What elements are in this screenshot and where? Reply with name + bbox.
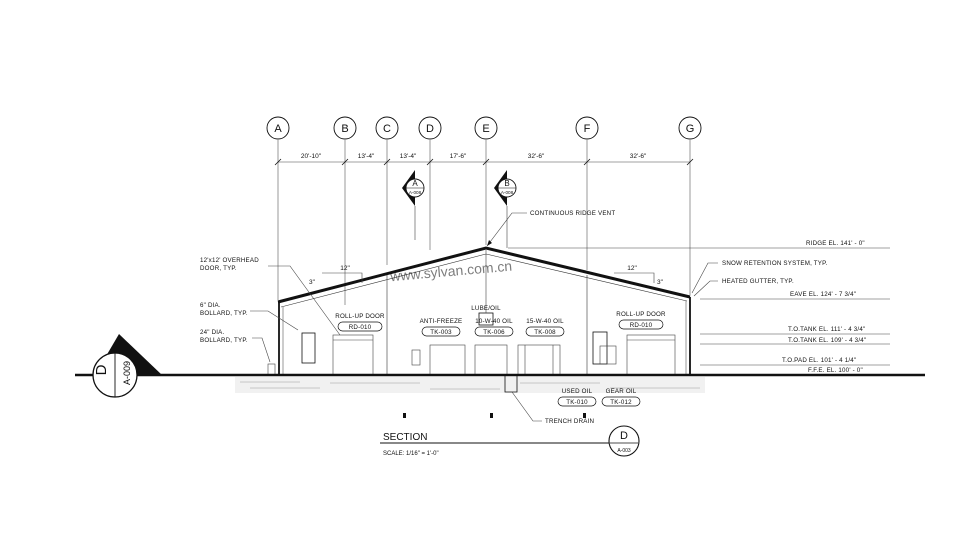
overhead-door-callout: 12'x12' OVERHEAD DOOR, TYP. [200,257,341,336]
grid-bubble-g[interactable]: G [678,116,702,140]
tag-tk-012[interactable]: GEAR OIL TK-012 [601,388,641,407]
svg-text:ROLL-UP DOOR: ROLL-UP DOOR [335,313,385,320]
tag-tk-008[interactable]: 15-W-40 OIL TK-008 [525,318,565,337]
tag-rd-right[interactable]: ROLL-UP DOOR RD-010 [616,311,666,330]
svg-text:12'x12' OVERHEAD: 12'x12' OVERHEAD [200,257,259,264]
svg-text:D: D [620,430,628,442]
svg-text:B: B [504,179,509,188]
section-title: SECTION [383,432,427,443]
lube-oil-label: LUBE/OIL [471,305,501,312]
section-title-block: SECTION SCALE: 1/16" = 1'-0" [380,432,613,457]
svg-text:15-W-40 OIL: 15-W-40 OIL [526,318,564,325]
dim-e-f: 32'-6" [528,153,545,160]
svg-text:RD-010: RD-010 [349,324,372,331]
svg-text:GEAR OIL: GEAR OIL [606,388,637,395]
tag-tk-003[interactable]: ANTI-FREEZE TK-003 [420,318,463,337]
svg-text:E: E [482,123,489,135]
grid-bubble-c[interactable]: C [375,116,399,140]
svg-text:TRENCH DRAIN: TRENCH DRAIN [545,418,594,425]
svg-text:CONTINUOUS RIDGE VENT: CONTINUOUS RIDGE VENT [530,210,615,217]
svg-text:BOLLARD, TYP.: BOLLARD, TYP. [200,310,248,317]
svg-text:T.O.PAD EL. 101' - 4 1/4": T.O.PAD EL. 101' - 4 1/4" [782,357,856,364]
svg-text:TK-012: TK-012 [610,399,632,406]
svg-text:TK-003: TK-003 [430,329,452,336]
svg-text:D: D [93,364,110,375]
svg-text:RD-010: RD-010 [630,322,653,329]
tag-rd-left[interactable]: ROLL-UP DOOR RD-010 [335,313,385,332]
dim-f-g: 32'-6" [630,153,647,160]
svg-text:ROLL-UP DOOR: ROLL-UP DOOR [616,311,666,318]
svg-text:G: G [686,123,695,135]
svg-text:BOLLARD, TYP.: BOLLARD, TYP. [200,337,248,344]
svg-text:10-W-40 OIL: 10-W-40 OIL [475,318,513,325]
slope-rise-left: 3" [309,279,316,286]
tag-tk-006[interactable]: 10-W-40 OIL TK-006 [474,318,514,337]
svg-text:SNOW RETENTION SYSTEM, TYP.: SNOW RETENTION SYSTEM, TYP. [722,260,828,267]
dim-a-b: 20'-10" [301,153,322,160]
ground [75,373,925,418]
svg-text:HEATED GUTTER, TYP.: HEATED GUTTER, TYP. [722,278,794,285]
grid-lines [277,140,691,305]
svg-text:A-008: A-008 [409,190,422,195]
svg-text:A-003: A-003 [617,448,631,454]
svg-text:USED OIL: USED OIL [562,388,593,395]
side-section-marker[interactable]: D A-009 [92,334,162,398]
slope-run-left: 12" [340,265,350,272]
grid-bubble-a[interactable]: A [266,116,290,140]
svg-text:D: D [426,123,434,135]
dim-c-d: 13'-4" [400,153,417,160]
watermark: www.sylvan.com.cn [389,258,513,285]
svg-text:EAVE EL. 124' - 7 3/4": EAVE EL. 124' - 7 3/4" [790,291,856,298]
grid-bubble-f[interactable]: F [575,116,599,140]
tag-tk-010[interactable]: USED OIL TK-010 [557,388,597,407]
elevation-callouts: RIDGE EL. 141' - 0" SNOW RETENTION SYSTE… [508,240,890,374]
right-bay [592,331,676,376]
section-marker-b[interactable]: B A-008 [494,170,517,248]
svg-text:24" DIA.: 24" DIA. [200,329,225,336]
svg-text:A: A [412,179,418,188]
dim-d-e: 17'-6" [450,153,467,160]
grid-bubble-b[interactable]: B [333,116,357,140]
dim-b-c: 13'-4" [358,153,375,160]
svg-text:RIDGE EL. 141' - 0": RIDGE EL. 141' - 0" [806,240,865,247]
svg-text:A-008: A-008 [501,190,514,195]
svg-text:A: A [274,123,282,135]
trench-drain-callout: TRENCH DRAIN [511,391,594,425]
bollard-24-callout: 24" DIA. BOLLARD, TYP. [200,329,271,363]
slope-rise-right: 3" [657,279,664,286]
left-bay [267,332,374,376]
svg-text:ANTI-FREEZE: ANTI-FREEZE [420,318,463,325]
section-marker-a[interactable]: A A-008 [402,170,425,240]
svg-text:DOOR, TYP.: DOOR, TYP. [200,265,237,272]
section-title-marker[interactable]: D A-003 [608,425,640,457]
svg-text:TK-010: TK-010 [566,399,588,406]
svg-text:6" DIA.: 6" DIA. [200,302,221,309]
grid-bubble-d[interactable]: D [418,116,442,140]
svg-text:F.F.E. EL. 100' - 0": F.F.E. EL. 100' - 0" [808,367,863,374]
svg-text:A-009: A-009 [122,361,132,385]
slope-run-right: 12" [627,265,637,272]
svg-text:F: F [584,123,591,135]
bollard-6-callout: 6" DIA. BOLLARD, TYP. [200,302,299,331]
svg-text:C: C [383,123,391,135]
svg-text:TK-008: TK-008 [534,329,556,336]
ridge-vent-callout: CONTINUOUS RIDGE VENT [486,210,615,247]
section-scale: SCALE: 1/16" = 1'-0" [383,451,439,457]
svg-text:TK-006: TK-006 [483,329,505,336]
grid-bubble-e[interactable]: E [474,116,498,140]
dimension-string: 20'-10" 13'-4" 13'-4" 17'-6" 32'-6" 32'-… [274,153,694,166]
svg-text:T.O.TANK EL. 109' - 4 3/4": T.O.TANK EL. 109' - 4 3/4" [788,337,866,344]
svg-text:T.O.TANK EL. 111' - 4 3/4": T.O.TANK EL. 111' - 4 3/4" [788,326,865,333]
svg-text:B: B [341,123,348,135]
